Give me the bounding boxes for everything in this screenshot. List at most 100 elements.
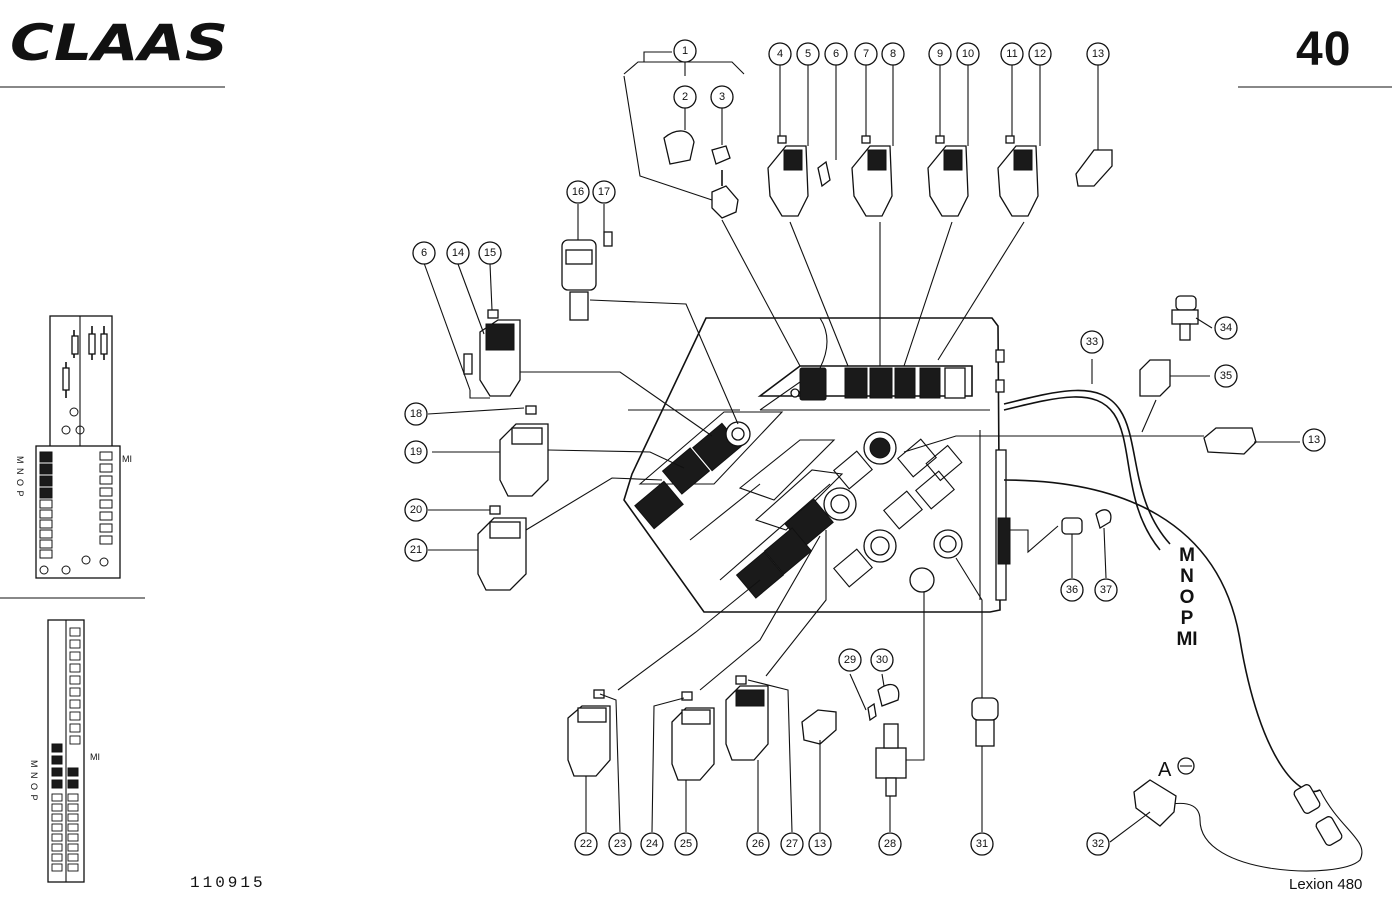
callout-number: 27 (786, 838, 798, 850)
leader-lines (423, 61, 1300, 843)
callout-26: 26 (746, 832, 770, 856)
callout-number: 25 (680, 838, 692, 850)
callout-number: 1 (682, 45, 688, 57)
callout-number: 37 (1100, 584, 1112, 596)
model-name: Lexion 480 (1289, 876, 1363, 893)
console-housing (623, 317, 1011, 613)
callout-number: 36 (1066, 584, 1078, 596)
callout-number: 7 (863, 48, 869, 60)
callout-9: 9 (928, 42, 952, 66)
inset-bottom-side-labels: M N O P (29, 760, 39, 802)
callout-number: 13 (814, 838, 826, 850)
callout-17: 17 (592, 180, 616, 204)
callout-11: 11 (1000, 42, 1024, 66)
claas-logo: CLAAS (10, 16, 228, 68)
callout-number: 15 (484, 247, 496, 259)
callout-number: 5 (805, 48, 811, 60)
callout-25: 25 (674, 832, 698, 856)
callout-33: 33 (1080, 330, 1104, 354)
callout-6: 6 (412, 241, 436, 265)
callout-15: 15 (478, 241, 502, 265)
callout-29: 29 (838, 648, 862, 672)
connector-labels: M N O P MI (1174, 545, 1200, 650)
callout-number: 17 (598, 186, 610, 198)
callout-27: 27 (780, 832, 804, 856)
callout-number: 20 (410, 504, 422, 516)
callout-7: 7 (854, 42, 878, 66)
callout-35: 35 (1214, 364, 1238, 388)
callout-2: 2 (673, 85, 697, 109)
callout-number: 19 (410, 446, 422, 458)
callout-number: 18 (410, 408, 422, 420)
callout-21: 21 (404, 538, 428, 562)
callout-number: 4 (777, 48, 783, 60)
wire-label-a: A (1158, 759, 1172, 781)
claas-logo-text: CLAAS (10, 16, 228, 68)
callout-20: 20 (404, 498, 428, 522)
callout-22: 22 (574, 832, 598, 856)
component-sketches (463, 51, 1257, 827)
connector-label-o: O (1179, 587, 1195, 608)
wiring (1003, 389, 1363, 872)
inset-bottom-mi-label: MI (90, 752, 100, 762)
callout-24: 24 (640, 832, 664, 856)
inset-panel-top: M N O P MI (15, 315, 132, 579)
callout-number: 31 (976, 838, 988, 850)
callout-number: 30 (876, 654, 888, 666)
callout-36: 36 (1060, 578, 1084, 602)
callout-number: 8 (890, 48, 896, 60)
callout-number: 29 (844, 654, 856, 666)
callout-number: 6 (833, 48, 839, 60)
callout-number: 13 (1308, 434, 1320, 446)
callout-number: 13 (1092, 48, 1104, 60)
inset-top-side-labels: M N O P (15, 456, 25, 498)
callout-31: 31 (970, 832, 994, 856)
callout-16: 16 (566, 180, 590, 204)
callout-8: 8 (881, 42, 905, 66)
callout-number: 34 (1220, 322, 1232, 334)
connector-label-n: N (1180, 566, 1194, 587)
callout-number: 32 (1092, 838, 1104, 850)
callout-number: 24 (646, 838, 658, 850)
callout-10: 10 (956, 42, 980, 66)
callout-number: 10 (962, 48, 974, 60)
callout-number: 26 (752, 838, 764, 850)
callout-3: 3 (710, 85, 734, 109)
callout-number: 23 (614, 838, 626, 850)
callout-number: 16 (572, 186, 584, 198)
callout-4: 4 (768, 42, 792, 66)
callout-12: 12 (1028, 42, 1052, 66)
callout-32: 32 (1086, 832, 1110, 856)
inset-panel-bottom: M N O P MI (29, 619, 100, 883)
callout-5: 5 (796, 42, 820, 66)
connector-label-m: M (1179, 545, 1195, 566)
callout-28: 28 (878, 832, 902, 856)
callout-34: 34 (1214, 316, 1238, 340)
document-number: 110915 (190, 874, 266, 892)
page-number: 40 (1296, 23, 1352, 76)
callout-13: 13 (1086, 42, 1110, 66)
callout-6: 6 (824, 42, 848, 66)
callout-19: 19 (404, 440, 428, 464)
callout-23: 23 (608, 832, 632, 856)
callout-number: 28 (884, 838, 896, 850)
callout-1: 1 (673, 39, 697, 63)
callout-number: 11 (1006, 48, 1017, 60)
callout-number: 2 (682, 91, 688, 103)
connector-label-p: P (1180, 608, 1194, 629)
callout-number: 21 (410, 544, 422, 556)
callout-number: 3 (719, 91, 725, 103)
callout-number: 12 (1034, 48, 1046, 60)
callout-18: 18 (404, 402, 428, 426)
callout-number: 6 (421, 247, 427, 259)
callout-number: 33 (1086, 336, 1098, 348)
callout-30: 30 (870, 648, 894, 672)
callout-14: 14 (446, 241, 470, 265)
callout-number: 9 (937, 48, 943, 60)
callout-number: 14 (452, 247, 464, 259)
callout-37: 37 (1094, 578, 1118, 602)
callout-13: 13 (808, 832, 832, 856)
